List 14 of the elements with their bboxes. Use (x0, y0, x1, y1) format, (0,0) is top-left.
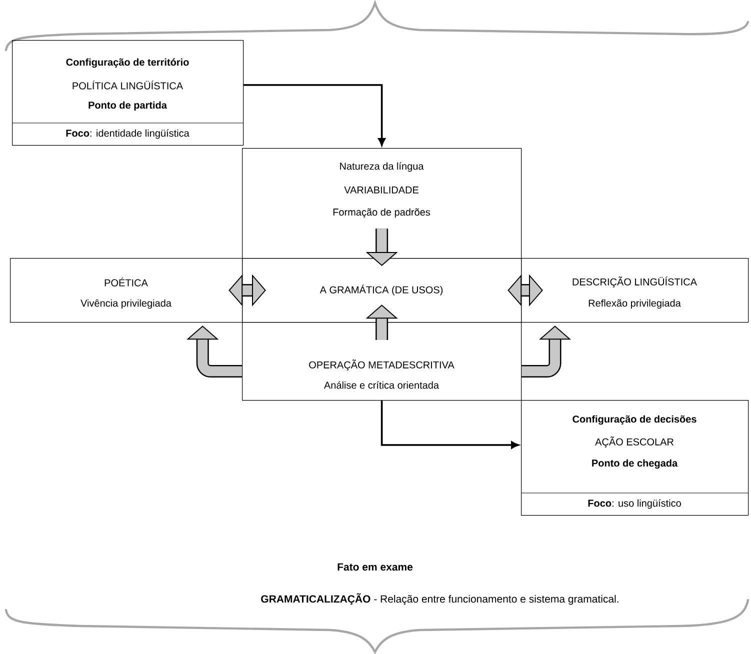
band-cell: DESCRIÇÃO LINGÜÍSTICA Reflexão privilegiada (521, 258, 749, 323)
note-text: GRAMATICALIZAÇÃO - Relação entre funcionamento e sistema gramatical. (261, 593, 618, 605)
info-box: Configuração de decisões AÇÃO ESCOLAR Ponto de chegada Foco: uso lingüístico (520, 400, 749, 516)
band-cell: A GRAMÁTICA (DE USOS) (242, 258, 522, 323)
arrow (380, 400, 519, 449)
block-arrow (228, 274, 266, 306)
arrow (244, 84, 386, 146)
heading-text: Fato em exame (338, 563, 413, 571)
text-box: Natureza da língua VARIABILIDADE Formação de padrões (242, 148, 522, 259)
info-box: Configuração de território POLÍTICA LINGÜÍSTICA Ponto de partida Foco: identidade lingüística (12, 40, 244, 146)
block-arrow (186, 326, 242, 378)
band-cell: POÉTICA Vivência privilegiada (10, 258, 243, 323)
block-arrow (508, 274, 543, 306)
text-box: OPERAÇÃO METADESCRITIVA Análise e crítica orientada (242, 322, 522, 401)
